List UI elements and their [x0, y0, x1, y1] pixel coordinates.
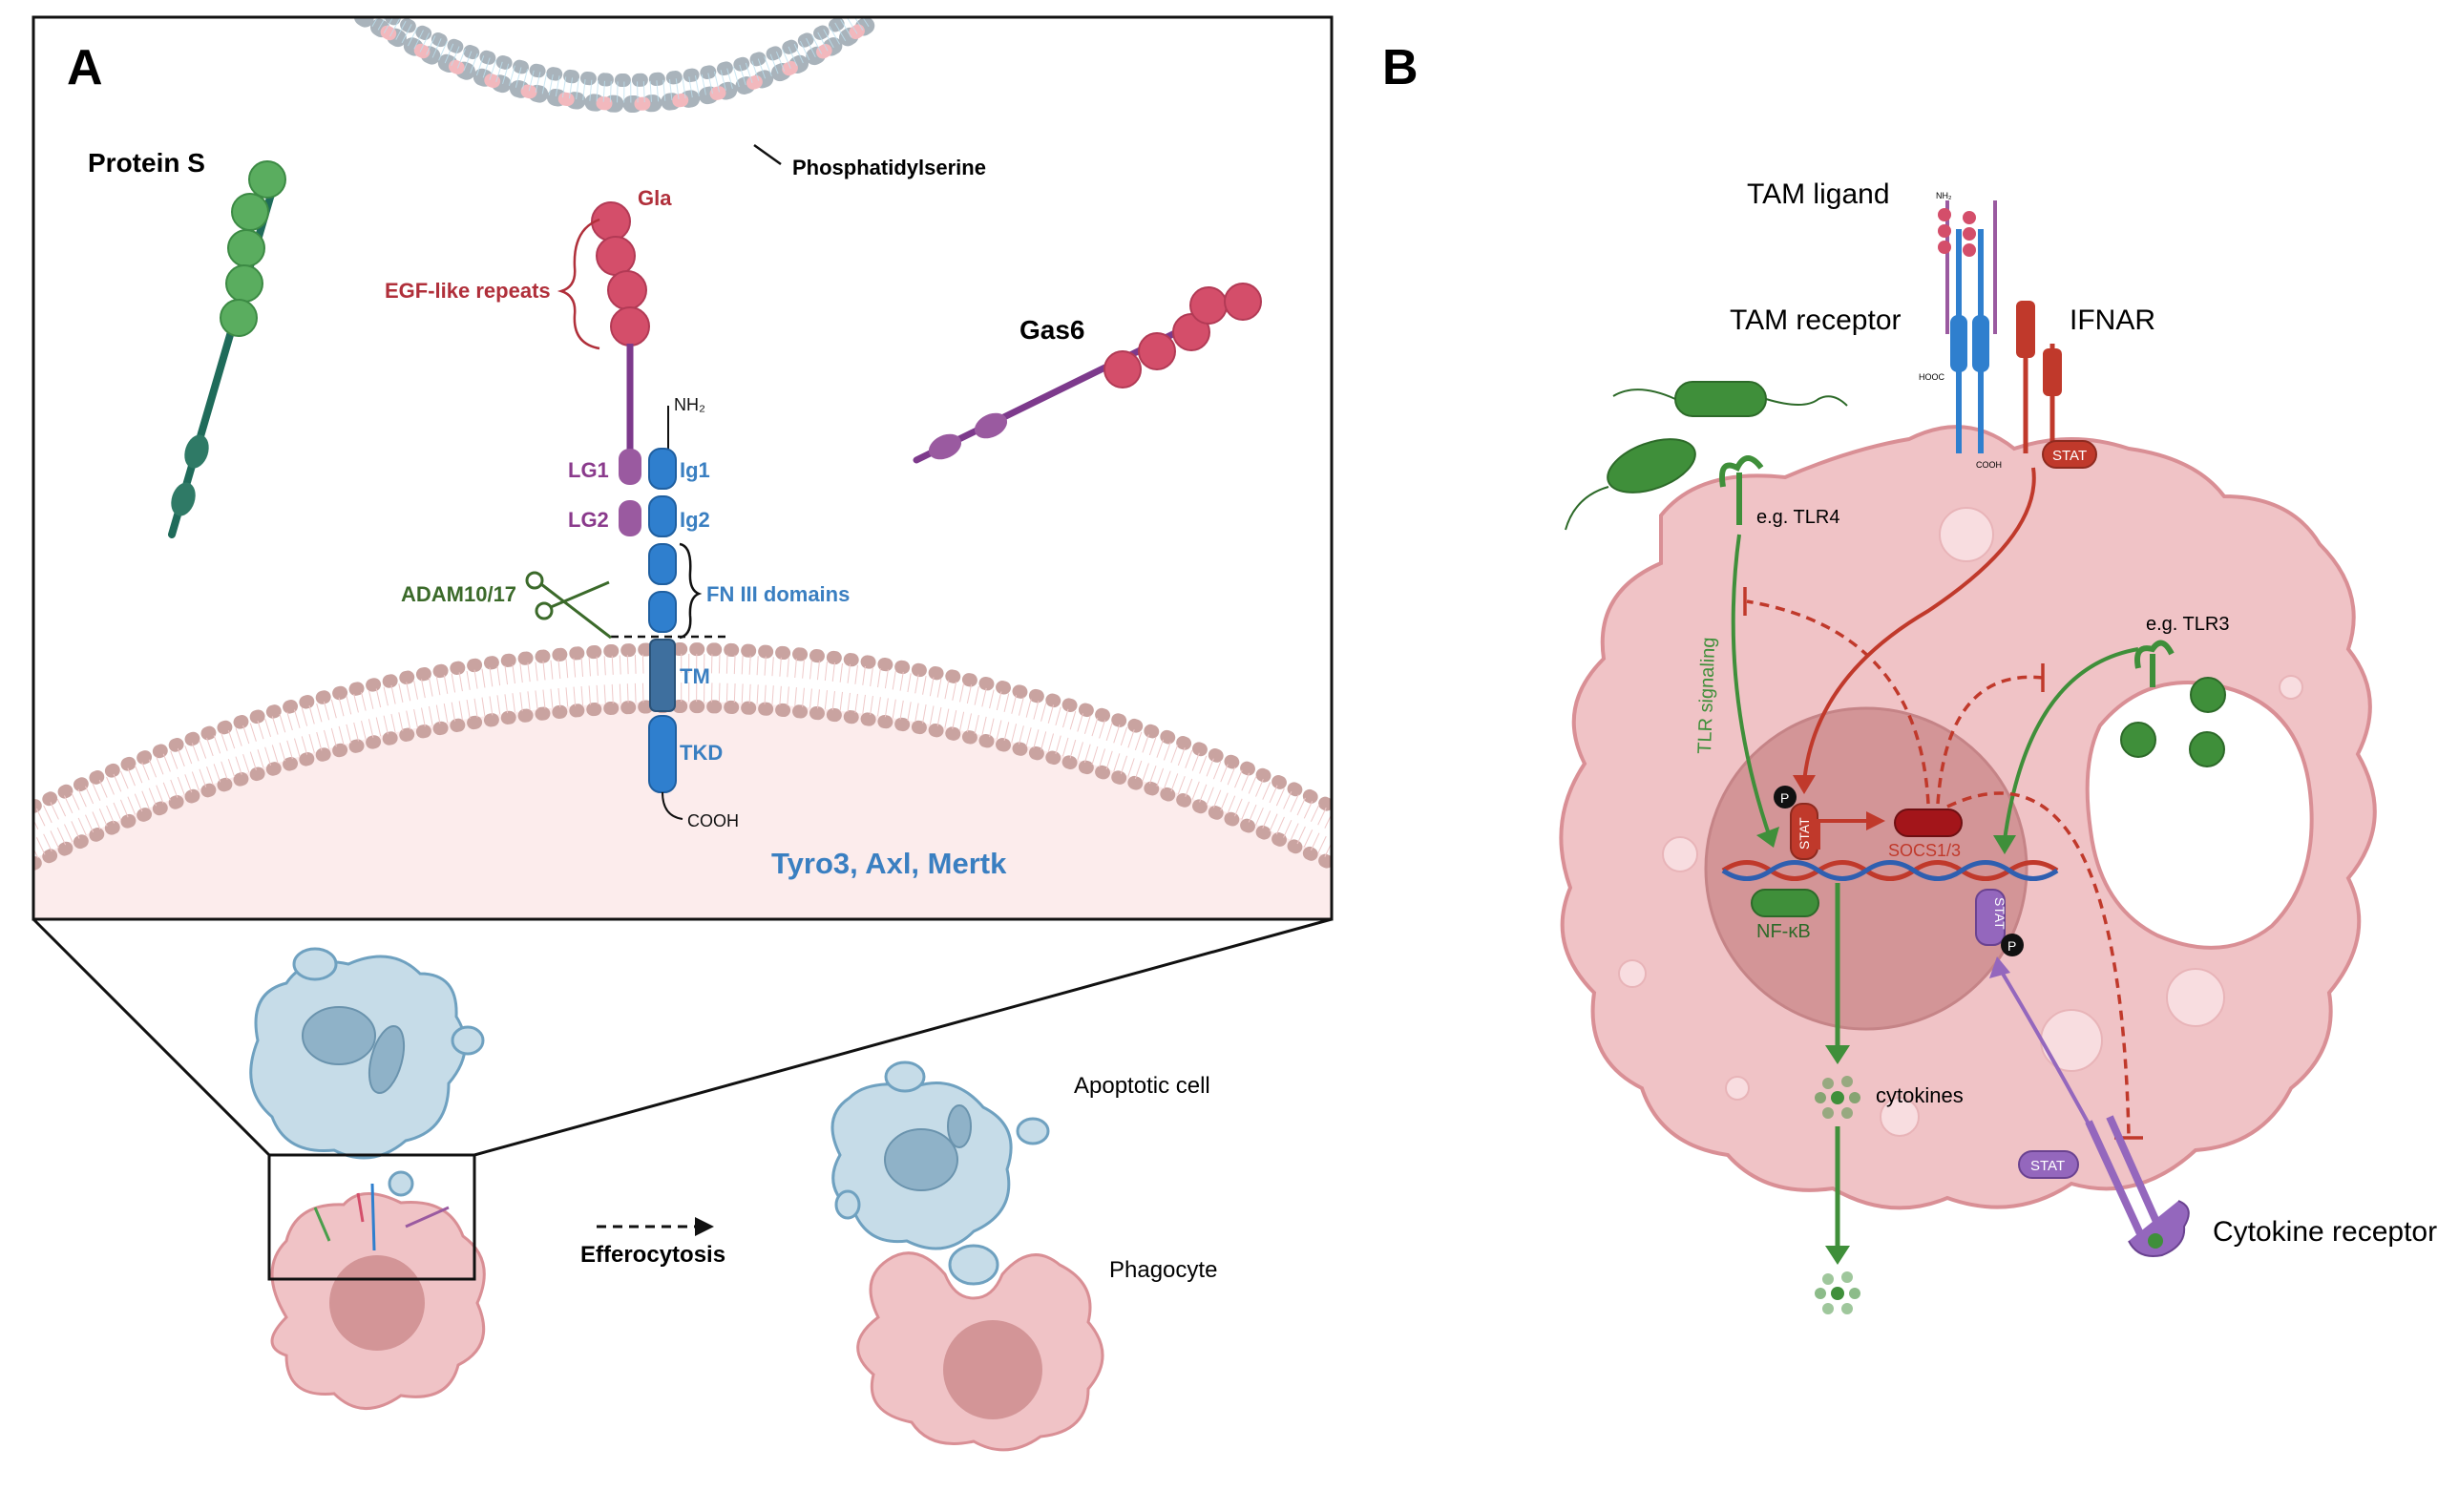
arrow-icon	[1993, 835, 2016, 854]
ig1-label: Ig1	[680, 458, 710, 482]
ig2-label: Ig2	[680, 508, 710, 532]
tiny-hooc-label: HOOC	[1919, 372, 1945, 382]
tlr4-receptor	[1719, 455, 1764, 525]
tlr3-label: e.g. TLR3	[2146, 614, 2229, 635]
panel-b-label: B	[1382, 40, 1419, 95]
ligand-receptor-complex	[557, 201, 725, 820]
phosphatidylserine-label: Phosphatidylserine	[792, 156, 986, 179]
panel-a-label: A	[67, 40, 103, 95]
p-label-2: P	[2007, 938, 2016, 954]
tam-receptor-label: TAM receptor	[1730, 304, 1902, 336]
cytokine-cluster-out	[1815, 1271, 1860, 1314]
membrane-interior	[33, 702, 1332, 919]
arrow-icon	[1825, 1045, 1850, 1064]
tm-label: TM	[680, 664, 710, 688]
tam-receptor-complex	[1938, 200, 2097, 469]
stat-purple-label: STAT	[1992, 897, 2007, 930]
ifnar-label: IFNAR	[2070, 304, 2155, 336]
bacteria-icon	[1565, 381, 1848, 531]
protein-s	[168, 160, 286, 538]
tkd-label: TKD	[680, 741, 723, 765]
egf-label: EGF-like repeats	[385, 279, 551, 303]
socs-label: SOCS1/3	[1888, 841, 1961, 860]
panel-a-frame	[32, 15, 1334, 921]
lg1-label: LG1	[568, 458, 609, 482]
virus-icon	[2120, 677, 2226, 767]
receptors-label: Tyro3, Axl, Mertk	[771, 847, 1007, 880]
stat-nucleus-label: STAT	[1797, 817, 1812, 850]
arrow-icon	[1989, 956, 2010, 978]
apoptotic-membrane	[354, 17, 887, 113]
scissors-icon	[525, 571, 612, 640]
dna	[1721, 860, 2059, 881]
fn3-label: FN III domains	[706, 582, 850, 606]
nh2-label: NH₂	[674, 395, 705, 414]
tiny-nh2-label: NH₂	[1936, 191, 1952, 200]
cytokine-cluster	[1815, 1076, 1860, 1119]
arrow-icon	[1866, 811, 1885, 830]
gas6-label: Gas6	[1019, 315, 1085, 345]
panel-a: A Protein S Gas6 Phosphatidylseri	[32, 15, 1334, 1452]
gla-label: Gla	[638, 186, 672, 210]
arrow-icon	[1825, 1246, 1850, 1265]
stat-receptor-label: STAT	[2030, 1158, 2065, 1174]
phagocyte-label: Phagocyte	[1109, 1257, 1217, 1283]
cell-membrane	[33, 642, 1332, 813]
panel-b: B	[1382, 40, 2437, 1314]
p-label-1: P	[1780, 790, 1789, 806]
lg2-label: LG2	[568, 508, 609, 532]
efferocytosis-label: Efferocytosis	[580, 1242, 725, 1268]
endosome	[2085, 681, 2314, 950]
cytokine-receptor-label: Cytokine receptor	[2213, 1216, 2437, 1248]
gas6	[913, 283, 1262, 464]
stat-ifnar-label: STAT	[2052, 448, 2087, 464]
arrow-icon	[1793, 775, 1816, 794]
socs-inhibition	[1746, 599, 2131, 1137]
tlr-signaling-label: TLR signaling	[1694, 637, 1719, 754]
nfkb-label: NF-κB	[1756, 921, 1811, 942]
cytokines-label: cytokines	[1876, 1083, 1964, 1107]
arrow-icon	[1756, 827, 1779, 848]
cooh-label: COOH	[687, 811, 739, 830]
adam-label: ADAM10/17	[401, 582, 516, 606]
arrow-icon	[695, 1217, 714, 1236]
tiny-cooh-label: COOH	[1976, 460, 2002, 470]
cytokine-receptor	[2018, 1115, 2190, 1257]
tam-ligand-label: TAM ligand	[1747, 178, 1890, 210]
tlr4-label: e.g. TLR4	[1756, 507, 1839, 528]
efferocytosis-after	[830, 1060, 1104, 1452]
efferocytosis-before	[249, 947, 486, 1410]
tlr3-receptor	[2134, 640, 2175, 687]
apoptotic-cell-label: Apoptotic cell	[1074, 1073, 1210, 1099]
protein-s-label: Protein S	[88, 148, 205, 178]
